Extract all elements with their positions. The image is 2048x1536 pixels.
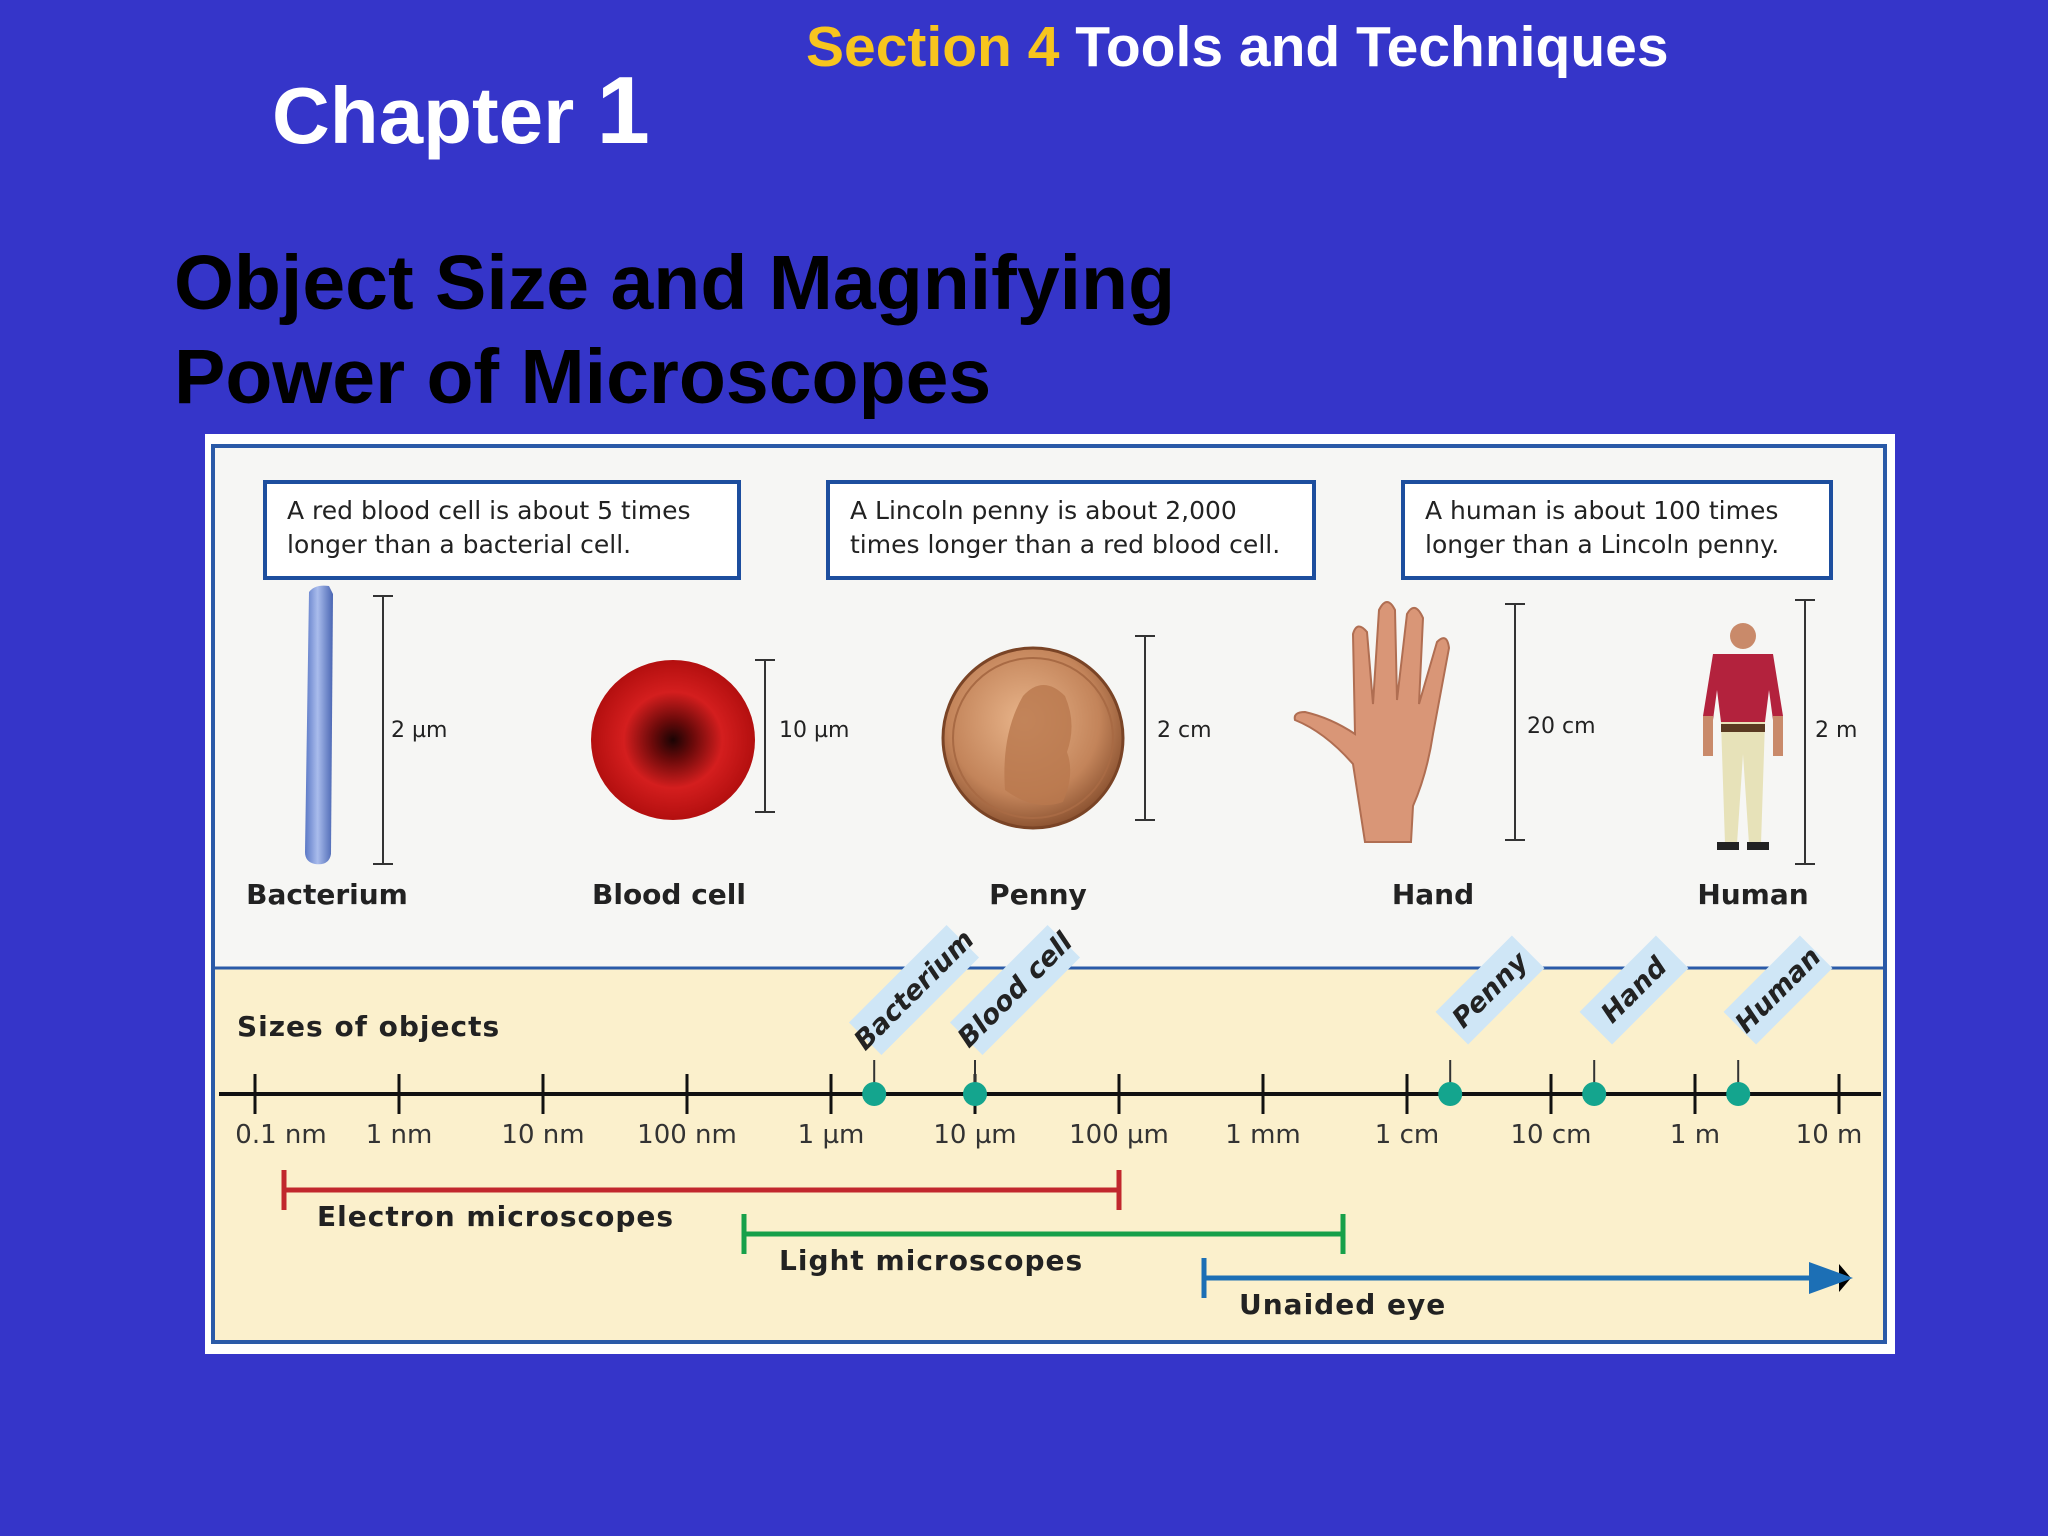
scale-tick-label: 10 cm [1510,1120,1592,1150]
electron-microscopes-label: Electron microscopes [317,1200,675,1233]
marker-dot [1438,1082,1463,1106]
scale-tick-label: 1 nm [365,1120,433,1150]
human-size-bar [1795,599,1815,865]
blood-cell-size-bar [755,659,775,813]
section-heading: Section 4 Tools and Techniques [806,14,1669,80]
penny-size-label: 2 cm [1157,718,1212,743]
arrow-head-icon [1809,1262,1853,1294]
callout-line: A red blood cell is about 5 times [287,496,691,525]
slide-title-line-2: Power of Microscopes [174,334,992,420]
sizes-of-objects-title: Sizes of objects [237,1010,501,1043]
marker-dot [963,1082,987,1106]
scale-tick-label: 10 µm [933,1120,1017,1150]
slide-title-line-1: Object Size and Magnifying [174,240,1176,326]
human-size-label: 2 m [1815,718,1858,743]
human-label: Human [1697,878,1809,911]
hand-size-bar [1505,603,1525,841]
slide-title: Object Size and Magnifying Power of Micr… [174,236,1175,424]
scale-tick-label: 10 m [1795,1120,1863,1150]
section-title: Tools and Techniques [1075,15,1669,79]
callout-line: A human is about 100 times [1425,496,1779,525]
penny-size-bar [1135,635,1155,821]
callout-line: A Lincoln penny is about 2,000 [850,496,1237,525]
scale-tick-label: 1 µm [797,1120,865,1150]
scale-tick-label: 100 nm [637,1120,737,1150]
penny-icon [941,646,1125,830]
penny-label: Penny [989,878,1087,911]
scale-tick-label: 1 mm [1225,1120,1301,1150]
human-icon [1703,623,1783,850]
scale-tick-label: 1 m [1669,1120,1721,1150]
chapter-heading: Chapter 1 [272,56,650,166]
bacterium-size-label: 2 µm [391,718,448,743]
bacterium-size-bar [373,595,393,865]
callout-penny-vs-blood: A Lincoln penny is about 2,000 times lon… [826,480,1316,580]
blood-cell-icon [591,660,755,820]
bacterium-label: Bacterium [246,878,408,911]
hand-icon [1293,601,1451,843]
scale-tick-label: 10 nm [501,1120,585,1150]
scale-tick-label: 1 cm [1374,1120,1440,1150]
callout-blood-vs-bacterium: A red blood cell is about 5 times longer… [263,480,741,580]
hand-size-label: 20 cm [1527,714,1596,739]
bacterium-icon [305,585,333,865]
hand-label: Hand [1391,878,1475,911]
section-number: Section 4 [806,15,1060,79]
scale-tick-label: 0.1 nm [235,1120,327,1150]
figure-graphics [211,444,1887,1344]
scale-tick-label: 100 µm [1069,1120,1169,1150]
light-microscopes-label: Light microscopes [779,1244,1084,1277]
callout-line: times longer than a red blood cell. [850,530,1281,559]
unaided-eye-label: Unaided eye [1239,1288,1447,1321]
marker-dot [1582,1082,1607,1106]
callout-line: longer than a Lincoln penny. [1425,530,1780,559]
size-markers [862,1060,1751,1106]
marker-dot [862,1082,887,1106]
chapter-number: 1 [596,57,650,164]
callout-line: longer than a bacterial cell. [287,530,632,559]
blood-cell-label: Blood cell [592,878,746,911]
electron-microscope-range-bar [281,1170,1122,1210]
light-microscope-range-bar [741,1214,1346,1254]
size-scale-figure: A red blood cell is about 5 times longer… [205,434,1895,1354]
chapter-word: Chapter [272,71,575,160]
callout-human-vs-penny: A human is about 100 times longer than a… [1401,480,1833,580]
marker-dot [1726,1082,1751,1106]
blood-cell-size-label: 10 µm [779,718,850,743]
